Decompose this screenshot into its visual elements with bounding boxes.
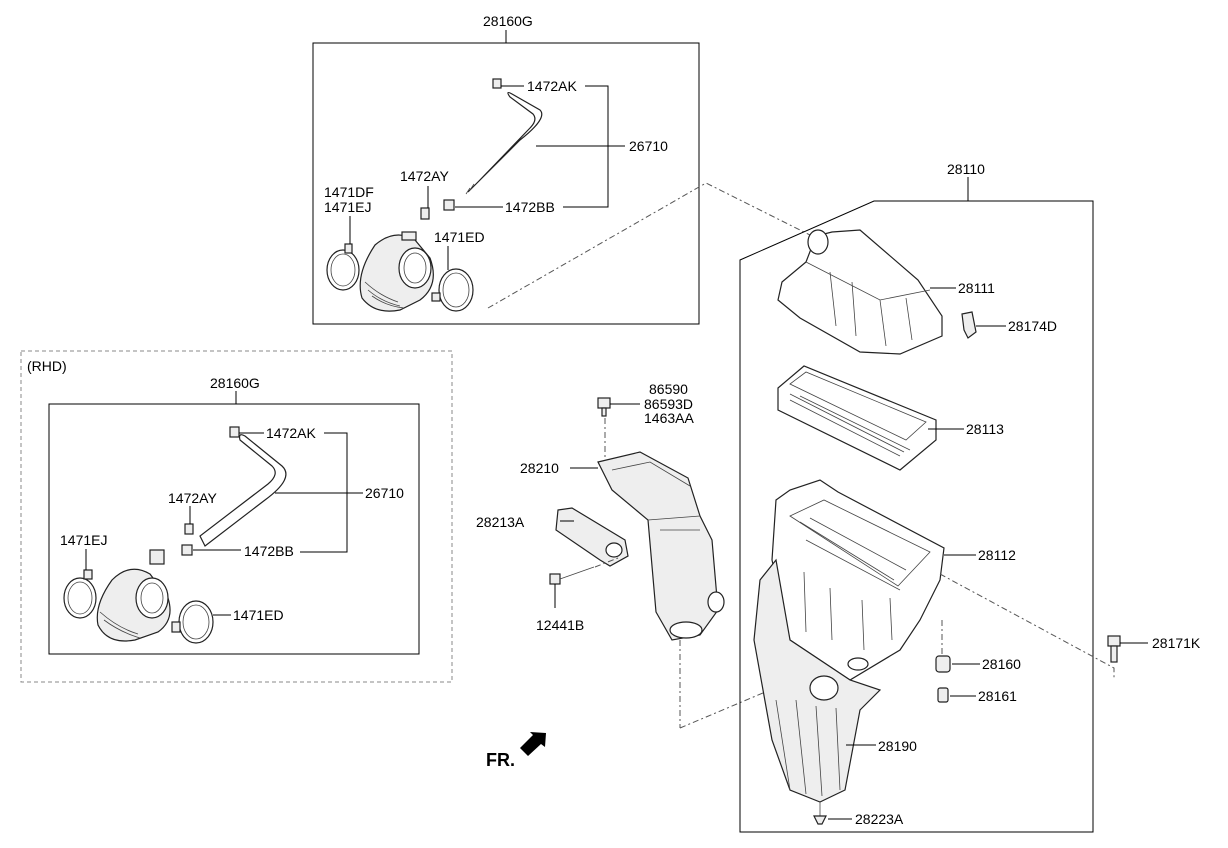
label-28111: 28111 [958, 280, 995, 296]
label-28160: 28160 [982, 656, 1021, 672]
label-1472AK: 1472AK [527, 78, 577, 94]
label-1472AY: 1472AY [400, 168, 449, 184]
hose-clip-bottom [443, 199, 455, 211]
collar-28161 [937, 687, 949, 703]
rhd-assembly-box [48, 403, 420, 655]
label-1471DF: 1471DF [324, 184, 374, 200]
label-28223A: 28223A [855, 811, 904, 827]
label-28112: 28112 [978, 547, 1016, 563]
rhd-label-1471ED: 1471ED [233, 607, 284, 623]
label-28171K: 28171K [1152, 635, 1201, 651]
rhd-box-title: 28160G [210, 375, 260, 391]
resonator-28210 [597, 451, 719, 641]
rhd-label-1472BB: 1472BB [244, 543, 294, 559]
clamp-1471EJ [326, 249, 360, 291]
label-28174D: 28174D [1008, 318, 1057, 334]
label-28210: 28210 [520, 460, 559, 476]
front-direction-label: FR. [486, 750, 515, 770]
grommet-28223A [813, 815, 827, 825]
label-86590: 86590 [649, 381, 688, 397]
air-cleaner-group: 28110 28111 28174D 28113 28112 28190 [739, 161, 1201, 833]
top-assembly-group: 28160G 1472AK 26710 1472AY [312, 13, 700, 325]
bracket-28213A [555, 507, 629, 567]
rhd-label-1471EJ: 1471EJ [60, 532, 107, 548]
label-1472BB: 1472BB [505, 199, 555, 215]
hose-clip-top [492, 78, 502, 89]
rhd-tag: (RHD) [27, 358, 67, 374]
front-arrow-icon [520, 732, 546, 756]
label-1471EJ: 1471EJ [324, 199, 371, 215]
dashed-connector-top [487, 182, 821, 309]
label-28213A: 28213A [476, 514, 525, 530]
dashed-connector-bolt [939, 573, 1115, 680]
label-28113: 28113 [966, 421, 1004, 437]
rhd-breather-hose [199, 434, 287, 547]
label-1463AA: 1463AA [644, 410, 694, 426]
label-28161: 28161 [978, 688, 1017, 704]
clip-28174D [961, 311, 977, 339]
bolt-86590 [597, 397, 611, 409]
label-28190: 28190 [878, 738, 917, 754]
top-box-title: 28160G [483, 13, 533, 29]
mount-28160 [935, 655, 951, 673]
center-parts-group: 86590 86593D 1463AA 28210 28213A 12441B … [476, 381, 771, 770]
air-cleaner-box [739, 200, 1094, 833]
rhd-label-1472AY: 1472AY [168, 490, 217, 506]
cleaner-upper-cover [777, 229, 943, 355]
rhd-label-26710: 26710 [365, 485, 404, 501]
breather-hose [467, 91, 543, 193]
rhd-assembly-group: (RHD) 28160G 1472AK 1472AY 26710 [20, 350, 453, 683]
rhd-dashed-box [20, 350, 453, 683]
air-filter-element [777, 365, 937, 471]
nipple-1472AY [420, 207, 430, 220]
clamp-1471ED [438, 268, 474, 312]
label-26710: 26710 [629, 138, 668, 154]
air-cleaner-title: 28110 [947, 161, 985, 177]
bolt-28171K [1107, 635, 1121, 647]
rhd-label-1472AK: 1472AK [266, 425, 316, 441]
label-12441B: 12441B [536, 617, 584, 633]
label-1471ED: 1471ED [434, 229, 485, 245]
label-86593D: 86593D [644, 396, 693, 412]
